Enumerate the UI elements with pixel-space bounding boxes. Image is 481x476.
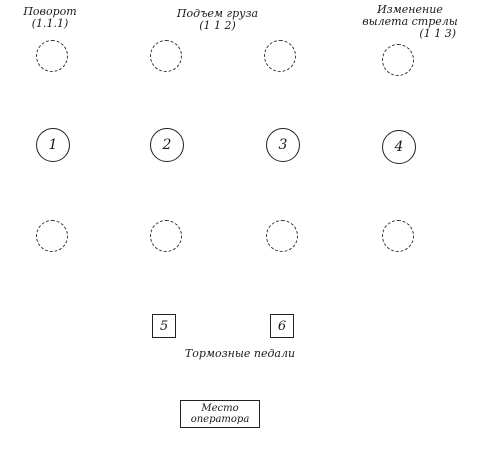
dashed-position-r3c3 (266, 220, 298, 252)
operator-place-line2: оператора (190, 414, 250, 425)
label-boom-code: (1 1 3) (419, 27, 456, 40)
operator-place-line1: Место (201, 403, 239, 414)
label-lift-title: Подъем груза (176, 7, 259, 20)
label-lift-code: (1 1 2) (199, 19, 236, 32)
label-rotation-title: Поворот (23, 5, 77, 18)
dashed-position-r1c4 (382, 44, 414, 76)
brake-pedal-5-number: 5 (159, 318, 169, 334)
label-boom-title: Изменение (377, 3, 443, 16)
label-rotation-code: (1.1.1) (31, 17, 69, 30)
label-rotation: Поворот (1.1.1) (20, 6, 80, 30)
brake-pedal-5: 5 (152, 314, 176, 338)
dashed-position-r1c1 (36, 40, 68, 72)
dashed-position-r3c1 (36, 220, 68, 252)
label-boom: Изменение вылета стрелы (1 1 3) (360, 4, 460, 40)
lever-4-number: 4 (394, 139, 404, 155)
label-lift: Подъем груза (1 1 2) (160, 8, 275, 32)
dashed-position-r1c3 (264, 40, 296, 72)
pedals-caption: Тормозные педали (184, 347, 296, 360)
lever-3: 3 (266, 128, 300, 162)
brake-pedal-6-number: 6 (277, 318, 287, 334)
dashed-position-r3c4 (382, 220, 414, 252)
brake-pedal-6: 6 (270, 314, 294, 338)
lever-2: 2 (150, 128, 184, 162)
lever-4: 4 (382, 130, 416, 164)
lever-3-number: 3 (278, 137, 288, 153)
label-boom-sub: вылета стрелы (362, 15, 458, 28)
lever-1-number: 1 (48, 137, 58, 153)
operator-place: Место оператора (180, 400, 260, 428)
lever-2-number: 2 (162, 137, 172, 153)
dashed-position-r1c2 (150, 40, 182, 72)
dashed-position-r3c2 (150, 220, 182, 252)
lever-1: 1 (36, 128, 70, 162)
